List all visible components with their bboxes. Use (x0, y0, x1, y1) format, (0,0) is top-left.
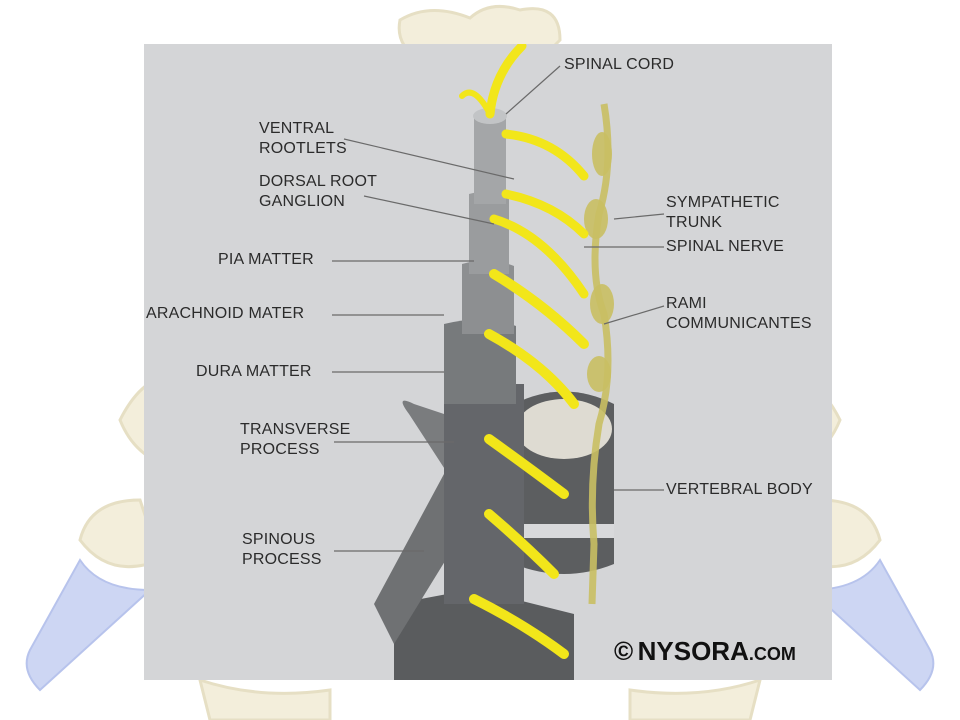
label-spinous-process: SPINOUS PROCESS (242, 530, 322, 570)
posterior-arch (444, 384, 524, 604)
label-transverse-process: TRANSVERSE PROCESS (240, 420, 350, 460)
pia-layer (469, 191, 509, 274)
label-spinous-process-line2: PROCESS (242, 551, 322, 568)
nerve-roots (459, 44, 589, 659)
label-sympathetic-trunk-line1: SYMPATHETIC (666, 194, 780, 211)
label-pia-matter: PIA MATTER (218, 251, 314, 268)
vertebral-column (374, 108, 614, 680)
copyright-symbol: © (614, 636, 634, 666)
label-vertebral-body: VERTEBRAL BODY (666, 481, 813, 498)
label-rami-communicantes-line2: COMMUNICANTES (666, 315, 812, 332)
brand-main: NYSORA (637, 636, 749, 666)
spinal-cord-shape (474, 114, 506, 204)
label-rami-communicantes-line1: RAMI (666, 295, 707, 312)
label-spinal-nerve: SPINAL NERVE (666, 238, 785, 255)
spinal-anatomy-illustration (332, 44, 665, 680)
label-transverse-process-line2: PROCESS (240, 441, 320, 458)
vertebral-body-top (516, 399, 612, 459)
label-arachnoid-mater: ARACHNOID MATER (146, 305, 305, 322)
brand-suffix: .COM (748, 644, 796, 664)
label-ventral-rootlets: VENTRAL ROOTLETS (259, 119, 347, 159)
label-ventral-rootlets-line2: ROOTLETS (259, 140, 347, 157)
label-dorsal-root-ganglion-line1: DORSAL ROOT (259, 173, 378, 190)
label-spinous-process-line1: SPINOUS (242, 531, 316, 548)
label-dorsal-root-ganglion-line2: GANGLION (259, 193, 346, 210)
label-dorsal-root-ganglion: DORSAL ROOT GANGLION (259, 172, 377, 212)
disc-band (514, 524, 614, 538)
diagram-panel: SPINAL CORD VENTRAL ROOTLETS DORSAL ROOT… (144, 44, 832, 680)
label-sympathetic-trunk-line2: TRUNK (666, 214, 723, 231)
label-dura-matter: DURA MATTER (196, 363, 312, 380)
label-sympathetic-trunk: SYMPATHETIC TRUNK (666, 193, 780, 233)
label-spinal-cord: SPINAL CORD (564, 56, 675, 73)
label-ventral-rootlets-line1: VENTRAL (259, 120, 335, 137)
label-transverse-process-line1: TRANSVERSE (240, 421, 351, 438)
nysora-watermark: © NYSORA.COM (614, 636, 796, 667)
leader-lines (332, 65, 665, 552)
sympathetic-ganglia (584, 132, 614, 392)
lower-vertebra (394, 589, 574, 680)
label-rami-communicantes: RAMI COMMUNICANTES (666, 294, 812, 334)
